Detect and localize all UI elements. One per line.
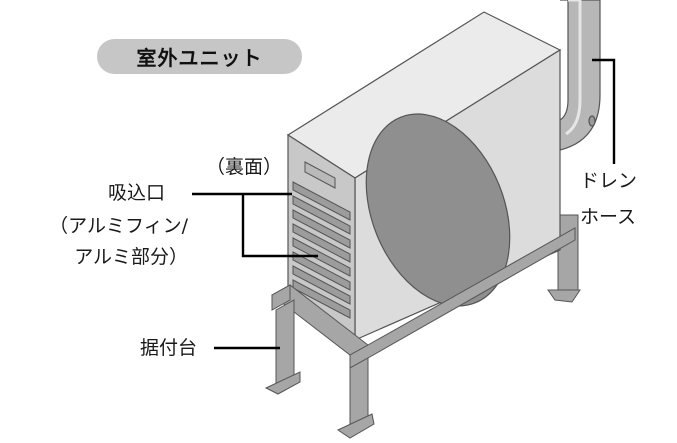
leader-lines <box>192 58 616 350</box>
label-drain-2: ホース <box>580 206 637 228</box>
stand-front <box>264 227 576 439</box>
intake-grille <box>292 181 351 319</box>
fan-grille <box>365 113 511 307</box>
label-back-side: （裏面） <box>206 156 283 178</box>
label-drain-1: ドレン <box>580 170 638 192</box>
unit-title-badge: 室外ユニット <box>97 39 302 74</box>
label-stand: 据付台 <box>140 337 198 359</box>
label-intake: 吸込口 <box>108 182 166 204</box>
label-intake-note-2: アルミ部分） <box>74 246 188 268</box>
name-plate <box>304 161 336 189</box>
unit-title: 室外ユニット <box>136 46 263 70</box>
drain-pipe <box>559 0 601 151</box>
label-intake-note-1: （アルミフィン/ <box>49 215 188 237</box>
